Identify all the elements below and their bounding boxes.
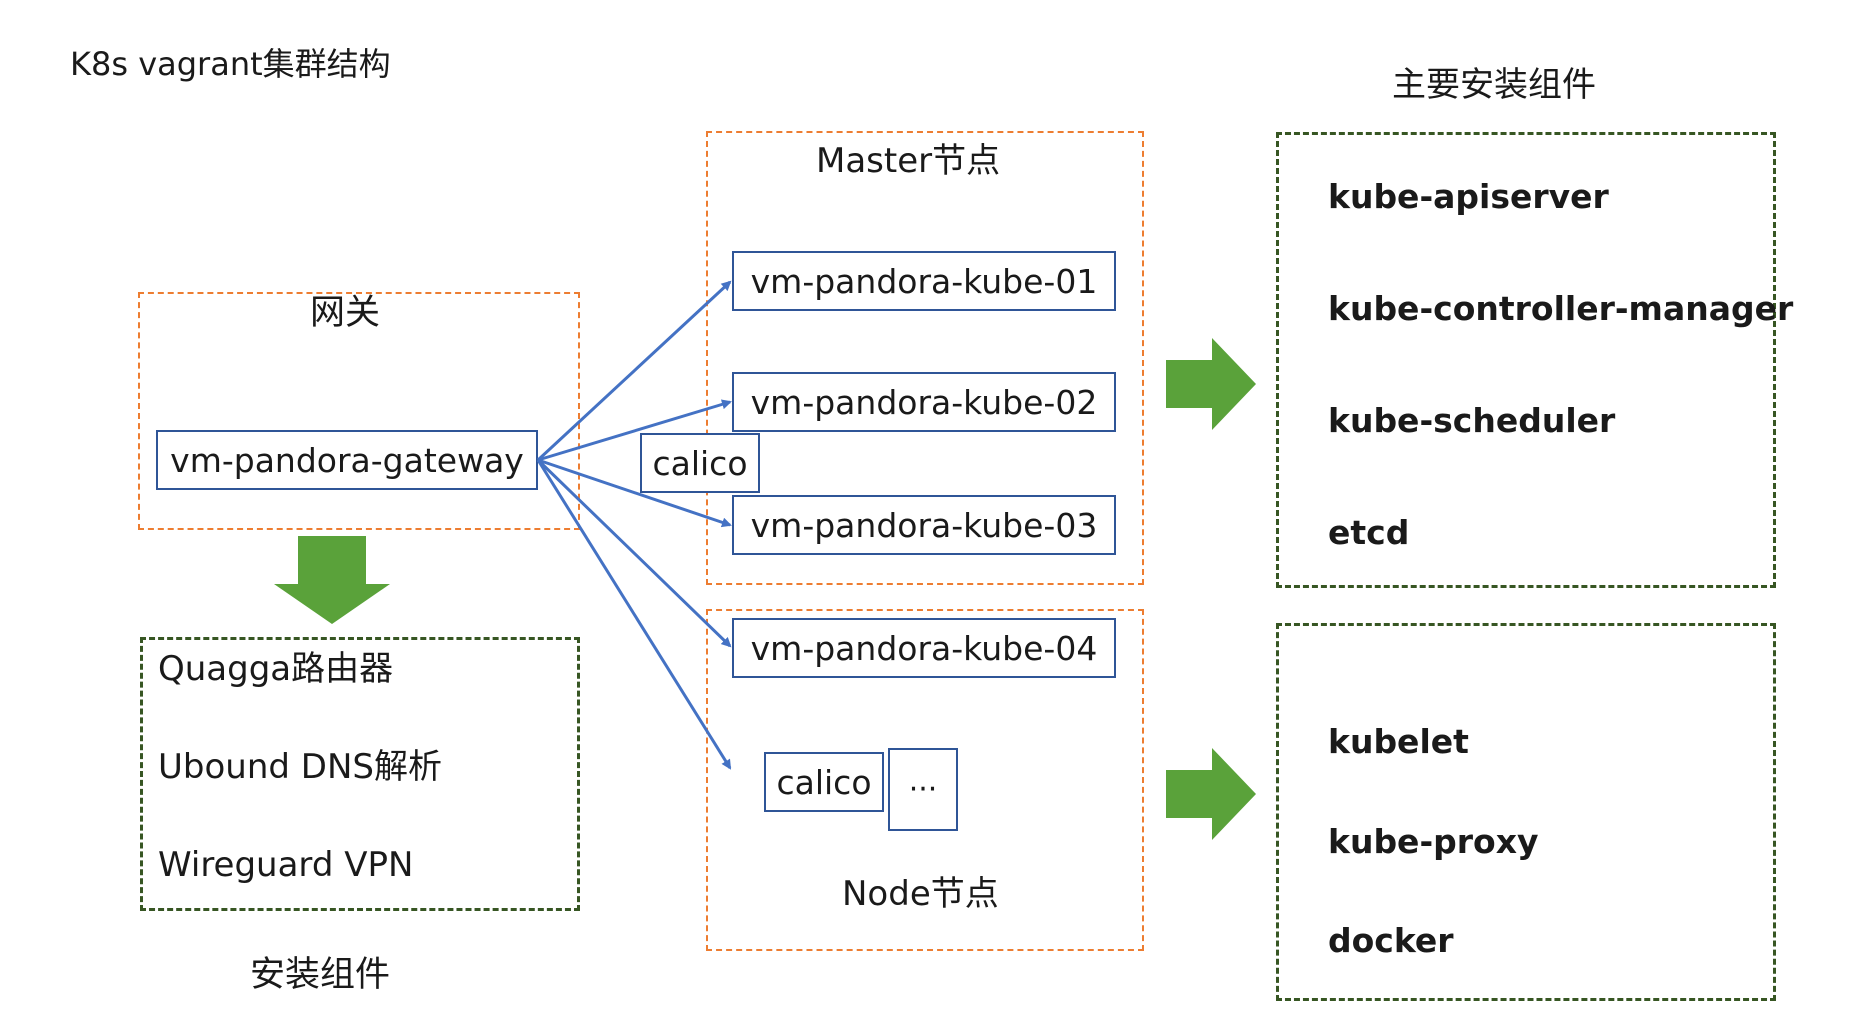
network-calico-box: calico (640, 433, 760, 493)
link-arrow-kube-04 (536, 458, 732, 648)
node-calico-box: calico (764, 752, 884, 812)
master-label: Master节点 (816, 141, 1001, 181)
gateway-components-box (140, 637, 580, 911)
master-component-item: kube-scheduler (1328, 401, 1616, 440)
node-vm-box: vm-pandora-kube-04 (732, 618, 1116, 678)
master-group (706, 131, 1144, 585)
link-arrow-kube-01 (536, 280, 732, 462)
master-vm-box: vm-pandora-kube-03 (732, 495, 1116, 555)
master-component-item: etcd (1328, 513, 1410, 552)
gateway-label: 网关 (310, 293, 381, 333)
diagram-title: K8s vagrant集群结构 (70, 45, 391, 83)
arrow-down-icon (274, 536, 390, 624)
node-component-item: kube-proxy (1328, 822, 1539, 861)
gateway-group (138, 292, 580, 530)
link-arrow-node (536, 459, 732, 770)
node-component-item: docker (1328, 921, 1454, 960)
link-arrow-kube-02 (537, 399, 732, 462)
master-vm-box: vm-pandora-kube-01 (732, 251, 1116, 311)
link-arrow-kube-03 (537, 458, 732, 528)
node-group (706, 609, 1144, 951)
gateway-install-label: 安装组件 (250, 955, 391, 995)
node-component-item: kubelet (1328, 722, 1469, 761)
node-components-box (1276, 623, 1776, 1001)
node-label: Node节点 (842, 874, 999, 914)
arrow-right-icon (1166, 748, 1256, 840)
gateway-component-item: Wireguard VPN (158, 845, 414, 885)
arrow-right-icon (1166, 338, 1256, 430)
master-vm-box: vm-pandora-kube-02 (732, 372, 1116, 432)
master-components-box (1276, 132, 1776, 588)
gateway-component-item: Quagga路由器 (158, 649, 394, 689)
node-ellipsis-box: ··· (888, 748, 958, 831)
master-component-item: kube-controller-manager (1328, 289, 1794, 328)
master-component-item: kube-apiserver (1328, 177, 1609, 216)
gateway-vm-box: vm-pandora-gateway (156, 430, 538, 490)
components-title: 主要安装组件 (1392, 65, 1596, 105)
gateway-component-item: Ubound DNS解析 (158, 747, 442, 787)
